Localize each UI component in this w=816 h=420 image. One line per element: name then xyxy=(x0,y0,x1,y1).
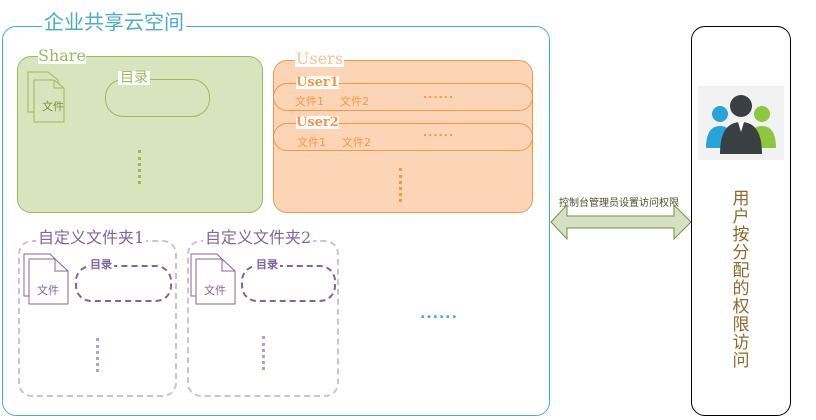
folder1-directory xyxy=(75,265,172,302)
folder2-dir-label: 目录 xyxy=(254,258,280,271)
folder2-more-dots xyxy=(262,336,265,370)
file-icon xyxy=(190,253,236,305)
share-label: Share xyxy=(38,46,86,65)
user1-file2: 文件2 xyxy=(340,95,369,108)
user1-file1: 文件1 xyxy=(295,95,324,108)
users-more-dots xyxy=(399,168,402,202)
user2-label: User2 xyxy=(296,115,339,130)
share-dir-label: 目录 xyxy=(118,70,150,86)
user2-more: ...... xyxy=(423,126,455,139)
user1-more: ...... xyxy=(423,88,455,101)
user1-row xyxy=(273,83,533,111)
file-icon xyxy=(23,253,69,305)
users-group-icon xyxy=(698,86,784,160)
users-label: Users xyxy=(295,49,345,68)
more-folders-dots: ...... xyxy=(420,306,458,322)
file-icon xyxy=(27,71,65,123)
user2-file2: 文件2 xyxy=(342,136,371,149)
folder2-directory xyxy=(241,265,336,302)
enterprise-cloud-space xyxy=(2,26,550,416)
cloud-space-title: 企业共享云空间 xyxy=(42,10,186,34)
user2-file1: 文件1 xyxy=(297,136,326,149)
double-arrow-icon xyxy=(550,204,692,240)
folder2-title: 自定义文件夹2 xyxy=(203,228,314,247)
folder1-file-label: 文件 xyxy=(37,284,59,297)
user-access-text: 用户按分配的权限访问 xyxy=(732,189,750,371)
share-file-label: 文件 xyxy=(42,100,64,113)
user1-label: User1 xyxy=(296,75,339,90)
share-directory xyxy=(105,79,210,117)
arrow-label: 控制台管理员设置访问权限 xyxy=(559,198,679,209)
folder1-dir-label: 目录 xyxy=(88,258,114,271)
user2-row xyxy=(273,123,533,151)
folder1-more-dots xyxy=(96,338,99,372)
folder1-title: 自定义文件夹1 xyxy=(36,228,147,247)
user-access-panel xyxy=(691,26,791,416)
share-more-dots xyxy=(138,150,141,184)
folder2-file-label: 文件 xyxy=(204,284,226,297)
